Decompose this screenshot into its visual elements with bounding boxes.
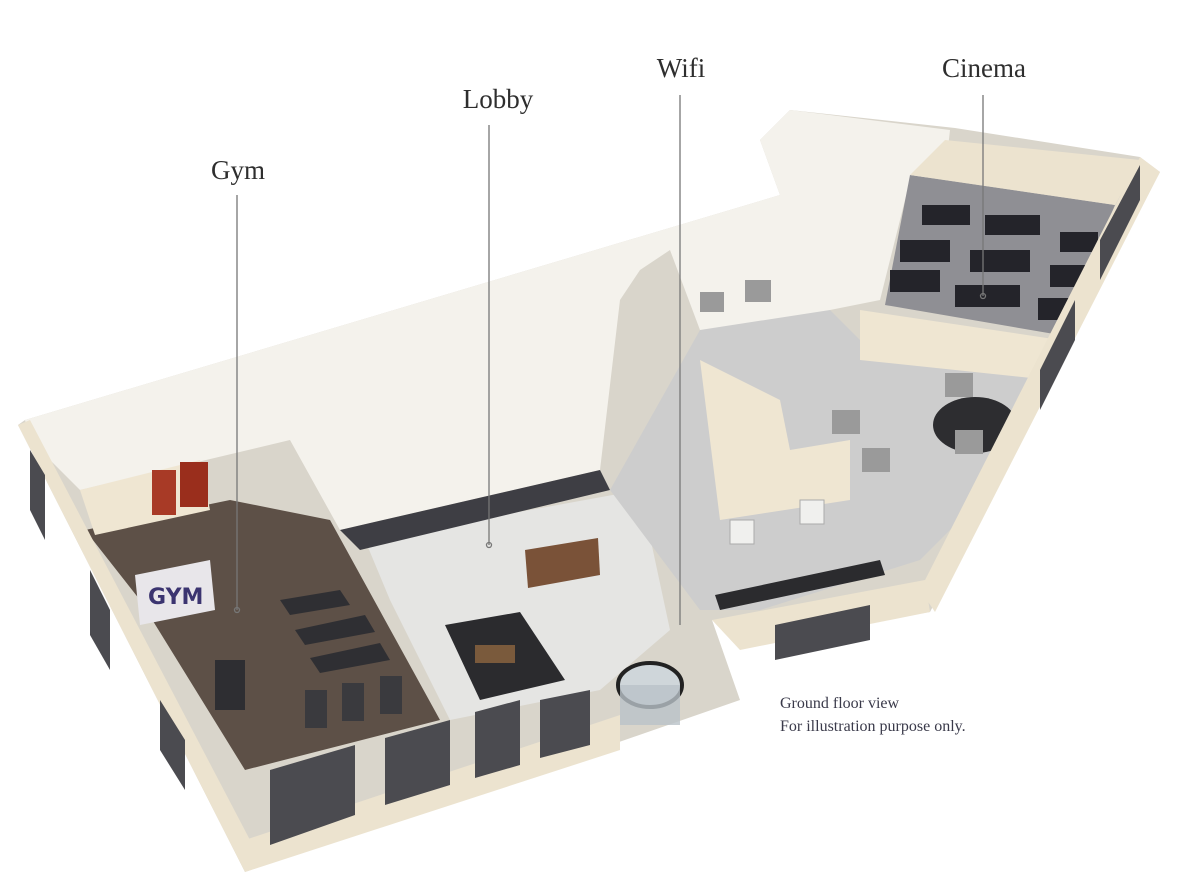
window <box>775 605 870 660</box>
cinema-seat-row <box>900 240 950 262</box>
caption: Ground floor view For illustration purpo… <box>780 692 966 738</box>
gym-mat <box>280 590 350 615</box>
window <box>90 570 110 670</box>
cinema-seat-row <box>985 215 1040 235</box>
caption-line-1: Ground floor view <box>780 695 900 712</box>
armchair <box>955 430 983 454</box>
cinema-seat-row <box>970 250 1030 272</box>
gym-machine <box>380 676 402 714</box>
lobby-leader-dot <box>485 541 493 549</box>
cinema-seat-row <box>890 270 940 292</box>
gym-machine <box>305 690 327 728</box>
lounge-front-wall <box>712 580 930 650</box>
gym-mural <box>135 560 215 625</box>
coffee-table <box>475 645 515 663</box>
gym-wall-graphic: GYM <box>148 585 203 610</box>
label-gym: Gym <box>211 155 265 185</box>
gym-leader-dot <box>233 606 241 614</box>
window <box>270 745 355 845</box>
window <box>475 700 520 778</box>
revolving-door-body <box>620 685 680 725</box>
reception-desk <box>525 538 600 588</box>
wifi-room-wall <box>700 360 850 520</box>
armchair <box>832 410 860 434</box>
armchair <box>700 292 724 312</box>
cinema-seat-row <box>1060 232 1098 252</box>
armchair <box>799 499 825 525</box>
label-cinema: Cinema <box>942 53 1026 83</box>
gym-room-wall <box>80 460 210 535</box>
leader-lines <box>233 95 987 625</box>
left-exterior-wall <box>18 420 250 872</box>
cinema-seat-row <box>955 285 1020 307</box>
gym-machine <box>215 660 245 710</box>
cinema-front-wall <box>860 310 1060 380</box>
gym-mat <box>310 643 390 673</box>
dining-table <box>715 560 885 610</box>
window <box>1100 165 1140 280</box>
gym-machine <box>342 683 364 721</box>
window <box>540 690 590 758</box>
cinema-leader-dot <box>979 292 987 300</box>
gym-door-right <box>180 462 208 507</box>
front-exterior-wall <box>245 715 620 872</box>
windows <box>30 165 1140 845</box>
caption-line-2: For illustration purpose only. <box>780 718 966 735</box>
cinema-back-wall <box>910 140 1140 205</box>
window <box>160 700 185 790</box>
armchair <box>862 448 890 472</box>
lounge-rug <box>933 397 1017 453</box>
window <box>30 450 45 540</box>
gym-door-left <box>152 470 176 515</box>
window <box>385 720 450 805</box>
label-lobby: Lobby <box>462 84 534 114</box>
window <box>1040 300 1075 410</box>
armchair <box>745 280 771 302</box>
gym-mat <box>295 615 375 645</box>
armchair <box>945 373 973 397</box>
label-wifi: Wifi <box>656 53 706 83</box>
roof-mass <box>25 110 950 530</box>
lobby-back-wall <box>340 470 610 550</box>
cinema-seat-row <box>922 205 970 225</box>
armchair <box>729 519 755 545</box>
